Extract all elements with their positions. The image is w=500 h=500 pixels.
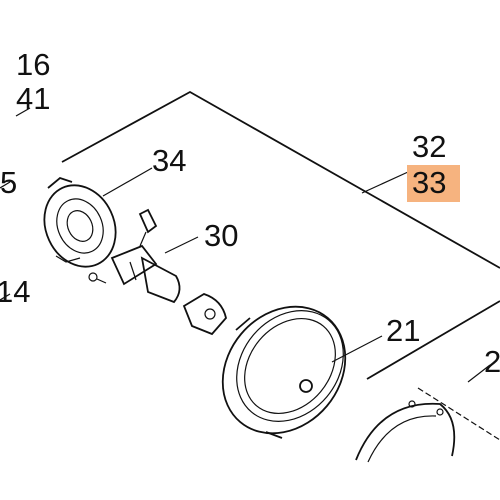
- assembly-bracket: [61, 90, 500, 380]
- retaining-ring: [355, 400, 456, 463]
- highlight-box-33: [407, 165, 460, 202]
- label-32: 32: [412, 129, 446, 164]
- label-41: 41: [16, 81, 50, 116]
- label-21: 21: [386, 313, 420, 348]
- bulb-cap: [182, 293, 227, 336]
- leader-lines: [0, 107, 500, 441]
- label-30: 30: [204, 218, 238, 253]
- label-16: 16: [16, 47, 50, 82]
- label-33: 33: [412, 165, 446, 200]
- socket-part-34: [43, 176, 117, 268]
- small-screw: [88, 272, 107, 284]
- label-5: 5: [0, 165, 17, 200]
- label-34: 34: [152, 143, 186, 178]
- lens-part-21: [221, 305, 347, 439]
- bulb-part-30: [110, 208, 181, 304]
- label-14: 14: [0, 274, 30, 309]
- label-2: 2: [484, 344, 500, 379]
